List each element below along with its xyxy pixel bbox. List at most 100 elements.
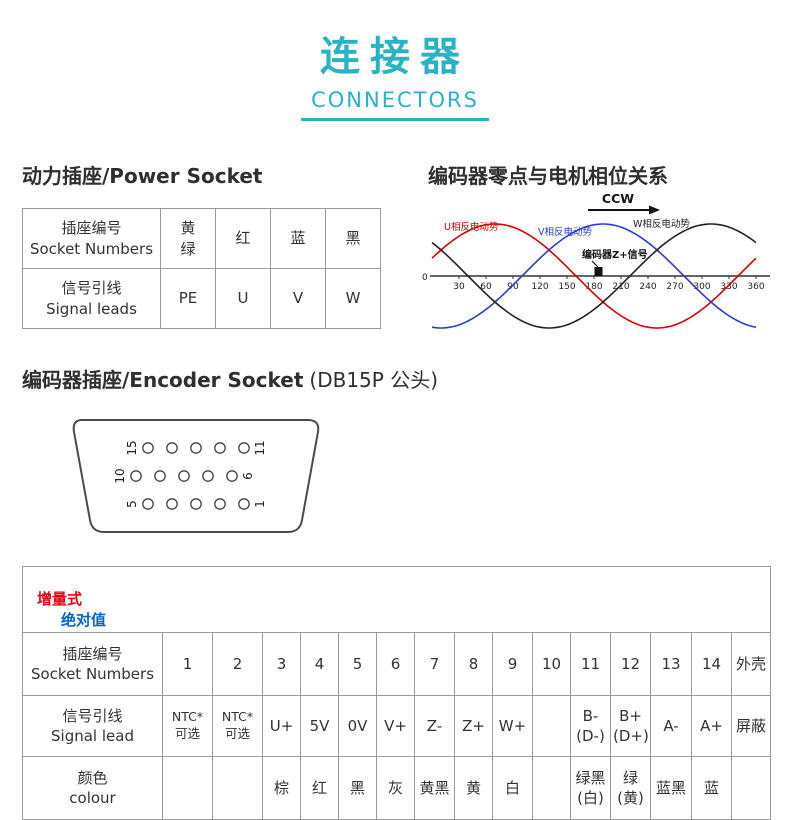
- cell-wire-color: 黑: [325, 208, 381, 269]
- tab-absolute: 绝对值: [61, 610, 107, 629]
- cell-pin: 9: [492, 631, 533, 696]
- cell-colour: [730, 755, 772, 820]
- cell-signal: NTC* 可选: [162, 694, 213, 757]
- cell-colour: [532, 755, 571, 820]
- tab-incremental: 增量式: [37, 590, 83, 609]
- cell-colour: 蓝: [691, 755, 732, 820]
- encoder-pin-table: 增量式 绝对值 插座编号 Socket Numbers 1 2 3 4 5 6 …: [21, 566, 772, 820]
- cell-pin: 2: [212, 631, 263, 696]
- waveforms: [431, 223, 757, 329]
- pin-label-1: 1: [253, 500, 267, 508]
- svg-text:210: 210: [612, 282, 629, 292]
- ccw-arrow-icon: [588, 205, 660, 215]
- origin-label: 0: [422, 273, 428, 283]
- cell-signal: 5V: [300, 694, 339, 757]
- cell-pin: 6: [376, 631, 415, 696]
- pin-label-15: 15: [125, 440, 139, 455]
- table-row-signals: 信号引线 Signal lead NTC* 可选 NTC* 可选 U+ 5V 0…: [22, 694, 772, 757]
- cell-pin: 5: [338, 631, 377, 696]
- pin-label-6: 6: [241, 472, 255, 480]
- cell-signal: NTC* 可选: [212, 694, 263, 757]
- svg-text:150: 150: [558, 282, 575, 292]
- cell-pin: 8: [454, 631, 493, 696]
- encoder-socket-heading: 编码器插座/Encoder Socket(DB15P 公头): [22, 364, 438, 393]
- pin-label-10: 10: [113, 468, 127, 483]
- svg-text:60: 60: [480, 282, 492, 292]
- title-underline: [301, 118, 489, 121]
- svg-text:300: 300: [693, 282, 710, 292]
- cell-colour: 绿黑 (白): [570, 755, 611, 820]
- cell-colour: 蓝黑: [650, 755, 692, 820]
- cell-pin: 12: [610, 631, 651, 696]
- table-row-tabs: 增量式 绝对值: [21, 566, 772, 633]
- cell-colour: 灰: [376, 755, 415, 820]
- cell-signal: U: [215, 268, 271, 329]
- z-signal-label: 编码器Z+信号: [582, 248, 648, 261]
- cell-signal: 屏蔽: [730, 694, 772, 757]
- cell-colour: 黑: [338, 755, 377, 820]
- encoder-socket-heading-suffix: (DB15P 公头): [309, 368, 438, 392]
- row-header: 插座编号 Socket Numbers: [22, 631, 163, 696]
- cell-pin: 10: [532, 631, 571, 696]
- svg-text:120: 120: [531, 282, 548, 292]
- svg-text:360: 360: [747, 282, 764, 292]
- db15-connector: 15 11 10 6 5 1: [72, 419, 320, 533]
- cell-colour: 黄: [454, 755, 493, 820]
- cell-colour: [212, 755, 263, 820]
- encoder-phase-heading: 编码器零点与电机相位关系: [428, 164, 668, 188]
- cell-signal: W: [325, 268, 381, 329]
- cell-pin: 外壳: [730, 631, 772, 696]
- cell-signal: W+: [492, 694, 533, 757]
- cell-pin: 7: [414, 631, 455, 696]
- table-row-pin-numbers: 插座编号 Socket Numbers 1 2 3 4 5 6 7 8 9 10…: [22, 631, 772, 696]
- cell-signal: A+: [691, 694, 732, 757]
- table-row: 信号引线 Signal leads PE U V W: [22, 268, 381, 329]
- connector-shell-outline: [72, 419, 320, 533]
- cell-signal: V: [270, 268, 326, 329]
- series-label-u: U相反电动势: [444, 221, 499, 233]
- cell-pin: 13: [650, 631, 692, 696]
- svg-text:270: 270: [666, 282, 683, 292]
- cell-pin: 4: [300, 631, 339, 696]
- cell-pin: 3: [262, 631, 301, 696]
- cell-signal: U+: [262, 694, 301, 757]
- page-subtitle: CONNECTORS: [311, 88, 479, 112]
- cell-colour: 绿 (黄): [610, 755, 651, 820]
- cell-wire-color: 蓝: [270, 208, 326, 269]
- pin-holes: [130, 442, 250, 510]
- svg-text:330: 330: [720, 282, 737, 292]
- cell-colour: 白: [492, 755, 533, 820]
- pin-label-5: 5: [125, 500, 139, 508]
- cell-colour: 棕: [262, 755, 301, 820]
- cell-signal: 0V: [338, 694, 377, 757]
- cell-pin: 11: [570, 631, 611, 696]
- table-row-colours: 颜色 colour 棕 红 黑 灰 黄黑 黄 白 绿黑 (白) 绿 (黄) 蓝黑…: [22, 755, 772, 820]
- cell-wire-color: 红: [215, 208, 271, 269]
- z-signal-pointer: [591, 260, 599, 268]
- svg-text:90: 90: [507, 282, 519, 292]
- cell-pin: 1: [162, 631, 213, 696]
- cell-colour: 红: [300, 755, 339, 820]
- table-row: 插座编号 Socket Numbers 黄 绿 红 蓝 黑: [22, 208, 381, 269]
- cell-pin: 14: [691, 631, 732, 696]
- cell-colour: 黄黑: [414, 755, 455, 820]
- pin-label-11: 11: [253, 440, 267, 455]
- cell-wire-color: 黄 绿: [160, 208, 216, 269]
- cell-signal: V+: [376, 694, 415, 757]
- cell-colour: [162, 755, 213, 820]
- cell-signal: PE: [160, 268, 216, 329]
- cell-signal: Z+: [454, 694, 493, 757]
- row-header: 信号引线 Signal leads: [22, 268, 161, 329]
- cell-signal: A-: [650, 694, 692, 757]
- page-title: 连接器: [320, 34, 470, 80]
- z-pulse-mark: [594, 267, 603, 276]
- cell-signal: B- (D-): [570, 694, 611, 757]
- row-header: 信号引线 Signal lead: [22, 694, 163, 757]
- encoder-socket-heading-main: 编码器插座/Encoder Socket: [22, 368, 304, 392]
- row-header: 颜色 colour: [22, 755, 163, 820]
- ccw-label: CCW: [602, 191, 634, 206]
- svg-text:180: 180: [585, 282, 602, 292]
- cell-signal: Z-: [414, 694, 455, 757]
